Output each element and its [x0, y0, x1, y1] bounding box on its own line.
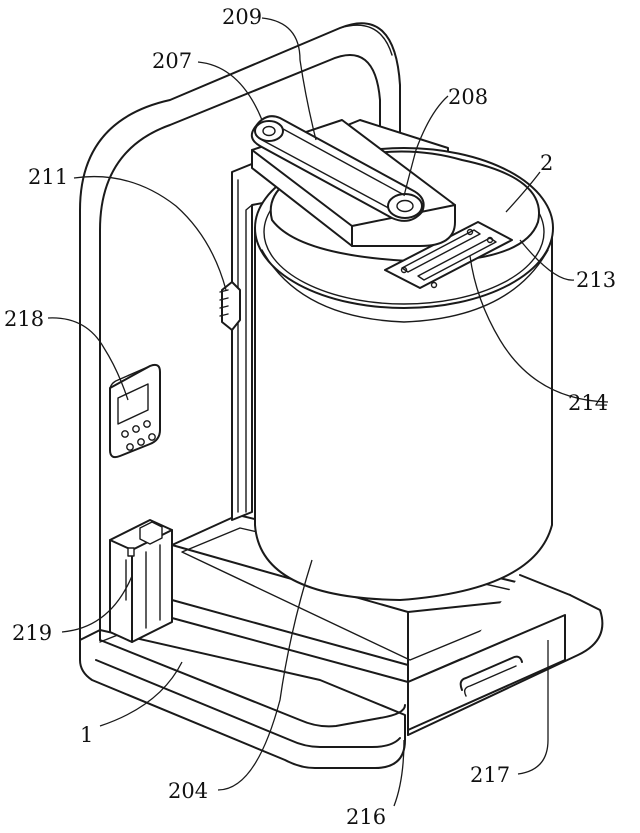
- label-204: 204: [168, 779, 208, 803]
- label-217: 217: [470, 763, 510, 787]
- label-209: 209: [222, 5, 262, 29]
- label-213: 213: [576, 268, 616, 292]
- label-211: 211: [28, 165, 68, 189]
- control-buttons: [121, 420, 156, 451]
- side-unit: [109, 519, 173, 643]
- gear: [219, 281, 241, 331]
- belt-drive: [250, 115, 456, 247]
- pulley-small: [254, 120, 284, 142]
- label-216: 216: [346, 805, 386, 829]
- label-214: 214: [568, 391, 608, 415]
- control-panel: [109, 363, 161, 459]
- label-208: 208: [448, 85, 488, 109]
- label-207: 207: [152, 49, 192, 73]
- label-2: 2: [540, 151, 553, 175]
- label-1: 1: [80, 723, 93, 747]
- drawer-handle: [459, 655, 523, 697]
- support-frame: [79, 22, 401, 641]
- drawer: [407, 614, 566, 731]
- belt: [250, 115, 425, 222]
- pulley-large: [387, 193, 423, 219]
- leader-lines: [47, 17, 609, 807]
- label-219: 219: [12, 621, 52, 645]
- label-218: 218: [4, 307, 44, 331]
- reference-labels: 209 207 208 2 211 213 218 214 219 1 204 …: [4, 5, 616, 829]
